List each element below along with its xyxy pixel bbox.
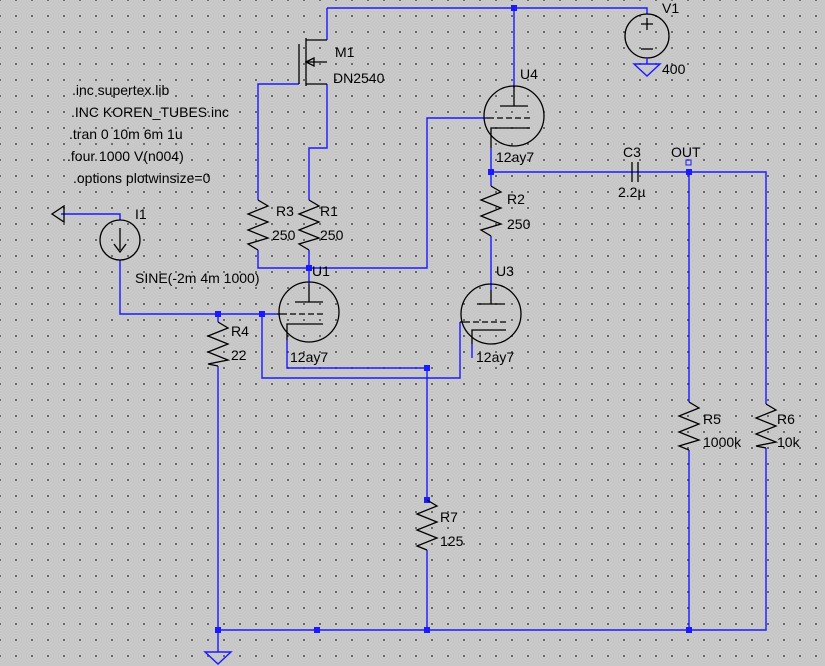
i1-value: SINE(-2m 4m 1000) [135, 270, 259, 286]
wire-m1-gate [257, 83, 299, 200]
c3-capacitor[interactable]: C3 2.2µ [618, 144, 646, 200]
r3-zigzag [246, 199, 270, 251]
directive-line: .options plotwinsize=0 [73, 170, 211, 186]
m1-name: M1 [335, 44, 355, 60]
u1-plate [295, 284, 323, 303]
r4-value: 22 [231, 347, 247, 363]
u4-plate [500, 86, 528, 107]
u1-value: 12ay7 [290, 349, 328, 365]
v1-voltage-source[interactable]: V1 400 [624, 0, 686, 77]
directive-line: .tran 0 10m 6m 1u [69, 126, 183, 142]
v1-name: V1 [662, 0, 679, 16]
u3-value: 12ay7 [476, 349, 514, 365]
wire-u1-cathode [261, 314, 461, 379]
out-label-text: OUT [671, 144, 701, 160]
m1-value: DN2540 [333, 70, 385, 86]
r7-name: R7 [440, 509, 458, 525]
r1-zigzag [297, 199, 321, 251]
u4-value: 12ay7 [496, 149, 534, 165]
wire-i1-bottom [119, 260, 277, 315]
r6-name: R6 [777, 411, 795, 427]
u3-envelope [460, 283, 522, 345]
u4-tube[interactable]: U4 12ay7 [483, 66, 545, 165]
wires[interactable] [61, 7, 767, 652]
r5-name: R5 [703, 411, 721, 427]
r7-value: 125 [440, 533, 464, 549]
junction-dot [306, 265, 312, 271]
c3-value: 2.2µ [618, 184, 646, 200]
v1-ground-icon [632, 63, 662, 77]
u3-tube[interactable]: U3 12ay7 [460, 263, 522, 365]
u1-envelope [278, 281, 340, 343]
r2-name: R2 [507, 191, 525, 207]
directive-line: .INC KOREN_TUBES.inc [71, 104, 229, 120]
i1-ground-icon [50, 204, 65, 224]
ground-icon [203, 651, 233, 665]
u4-cathode [490, 127, 530, 148]
wire-out-rail [491, 171, 767, 404]
r4-resistor[interactable]: R4 22 [206, 321, 249, 367]
r6-value: 10k [777, 434, 801, 450]
junction-dot [424, 365, 430, 371]
m1-mosfet[interactable]: M1 DN2540 [298, 38, 385, 86]
junction-dot [215, 311, 221, 317]
r1-name: R1 [320, 203, 338, 219]
junction-dot [215, 627, 221, 633]
i1-arrow-icon [113, 243, 127, 254]
out-flag [685, 159, 692, 166]
r6-zigzag [754, 403, 779, 449]
r4-name: R4 [231, 323, 249, 339]
r2-zigzag [479, 185, 503, 237]
r3-value: 250 [272, 227, 296, 243]
r4-zigzag [206, 321, 231, 367]
r5-resistor[interactable]: R5 1000k [677, 401, 742, 451]
c3-plates [631, 162, 639, 182]
wire-r3-bottom [257, 250, 309, 269]
junction-dot [686, 169, 692, 175]
junction-dot [424, 627, 430, 633]
r5-value: 1000k [703, 434, 742, 450]
directive-line: .four 1000 V(n004) [67, 148, 184, 164]
r7-zigzag [415, 499, 439, 551]
r1-resistor[interactable]: R1 250 [297, 199, 344, 251]
u1-name: U1 [312, 263, 330, 279]
junction-dot [314, 627, 320, 633]
u1-tube[interactable]: U1 12ay7 [277, 263, 340, 365]
m1-arrow-icon [304, 56, 315, 68]
i1-body [99, 219, 141, 261]
junction-dot [511, 5, 517, 11]
r1-value: 250 [320, 227, 344, 243]
c3-name: C3 [623, 144, 641, 160]
wire-bottom-rail [218, 448, 767, 631]
wire-m1-source [308, 84, 328, 200]
v1-value: 400 [662, 61, 686, 77]
u4-name: U4 [520, 66, 538, 82]
junction-dot [259, 311, 265, 317]
wire-top-rail [327, 7, 648, 14]
r2-resistor[interactable]: R2 250 [479, 185, 531, 237]
r7-resistor[interactable]: R7 125 [415, 499, 464, 551]
r5-zigzag [677, 401, 701, 451]
r3-resistor[interactable]: R3 250 [246, 199, 296, 251]
junction-dot [686, 627, 692, 633]
r3-name: R3 [276, 203, 294, 219]
wire-u4-grid [309, 117, 486, 269]
wire-i1-top [61, 213, 121, 220]
u3-name: U3 [496, 263, 514, 279]
i1-current-source[interactable]: I1 SINE(-2m 4m 1000) [50, 204, 259, 286]
wire-u1-grid [286, 340, 427, 369]
spice-directives[interactable]: .inc supertex.lib .INC KOREN_TUBES.inc .… [67, 82, 229, 186]
r2-value: 250 [507, 216, 531, 232]
v1-plus-sign [641, 18, 653, 30]
directive-line: .inc supertex.lib [72, 82, 169, 98]
u1-cathode [286, 323, 323, 340]
r6-resistor[interactable]: R6 10k [754, 403, 801, 450]
u3-cathode [471, 329, 506, 344]
junction-dot [488, 169, 494, 175]
i1-name: I1 [135, 206, 147, 222]
u3-plate [477, 290, 505, 305]
out-net-label[interactable]: OUT [671, 144, 701, 166]
